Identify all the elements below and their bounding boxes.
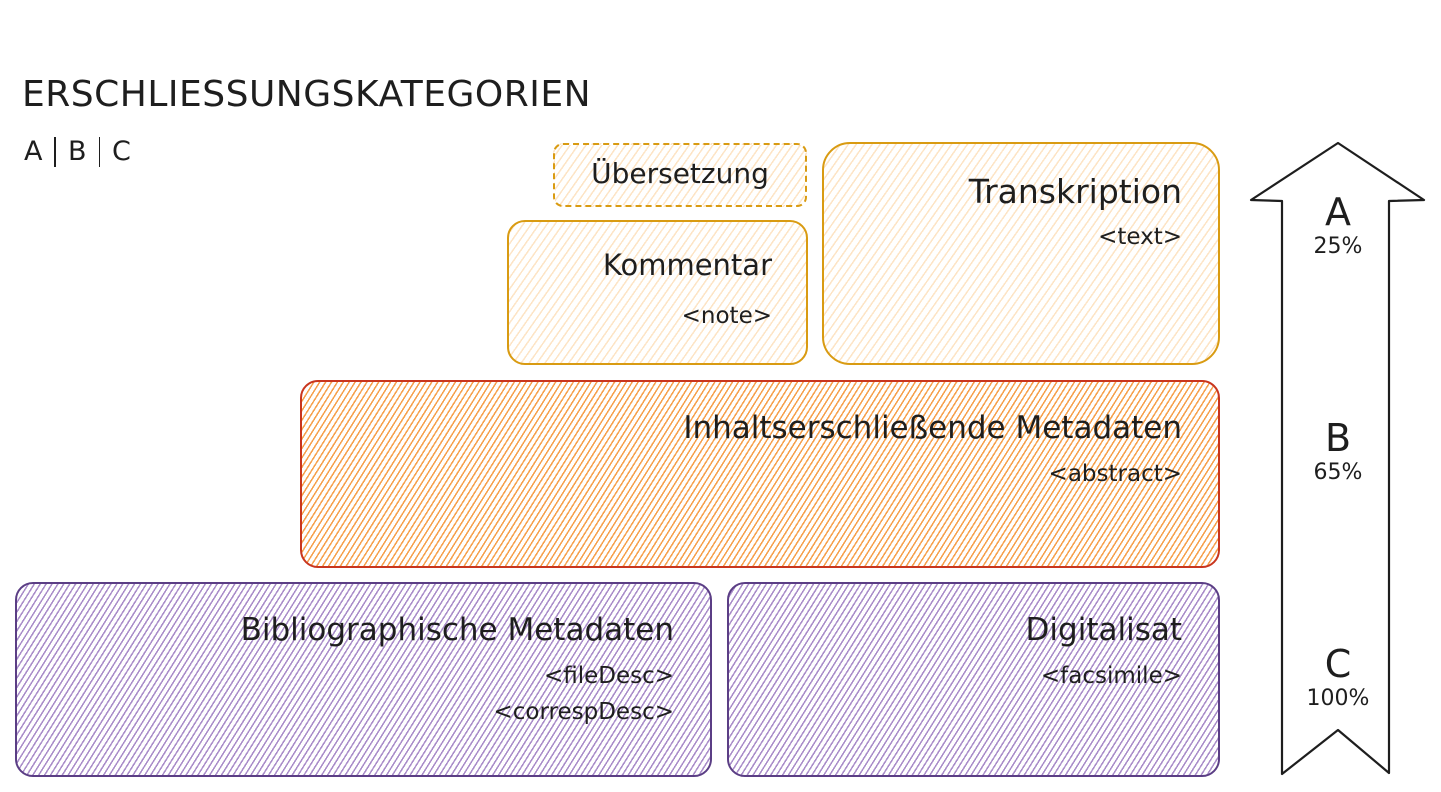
level-letter: B	[1324, 416, 1352, 460]
legend-divider	[54, 136, 56, 167]
box-tag: <fileDesc>	[543, 663, 674, 689]
box-kommentar[interactable]: Kommentar <note>	[507, 220, 808, 365]
legend-a: A	[24, 136, 43, 167]
legend-b: B	[67, 136, 87, 167]
legend-divider	[98, 136, 101, 167]
box-inhaltserschliessende-metadaten[interactable]: Inhaltserschließende Metadaten <abstract…	[300, 380, 1220, 568]
box-label: Übersetzung	[591, 157, 769, 190]
box-label: Inhaltserschließende Metadaten	[683, 410, 1182, 446]
progress-arrow-icon	[1249, 141, 1426, 776]
level-percent: 65%	[1313, 460, 1363, 485]
box-digitalisat[interactable]: Digitalisat <facsimile>	[727, 582, 1220, 777]
arrow-level-c: C 100%	[1248, 642, 1428, 711]
box-transkription[interactable]: Transkription <text>	[822, 142, 1220, 365]
box-label: Bibliographische Metadaten	[240, 612, 674, 648]
arrow-level-a: A 25%	[1248, 190, 1428, 259]
box-label: Kommentar	[602, 248, 772, 282]
box-label: Transkription	[968, 172, 1182, 211]
box-tag: <note>	[681, 303, 772, 329]
box-tag: <text>	[1098, 224, 1182, 250]
legend-c: C	[112, 136, 131, 167]
level-letter: A	[1325, 190, 1351, 234]
box-tag: <abstract>	[1048, 461, 1182, 487]
box-label: Digitalisat	[1025, 612, 1182, 648]
box-tag: <facsimile>	[1040, 663, 1182, 689]
arrow-level-b: B 65%	[1248, 416, 1428, 485]
page-title: ERSCHLIESSUNGSKATEGORIEN	[22, 74, 592, 116]
box-tag: <correspDesc>	[493, 699, 675, 725]
level-percent: 25%	[1313, 234, 1363, 259]
box-bibliographische-metadaten[interactable]: Bibliographische Metadaten <fileDesc> <c…	[15, 582, 712, 777]
category-legend: A B C	[24, 136, 131, 167]
level-letter: C	[1324, 642, 1352, 686]
box-uebersetzung[interactable]: Übersetzung	[553, 143, 807, 207]
level-percent: 100%	[1306, 686, 1370, 711]
